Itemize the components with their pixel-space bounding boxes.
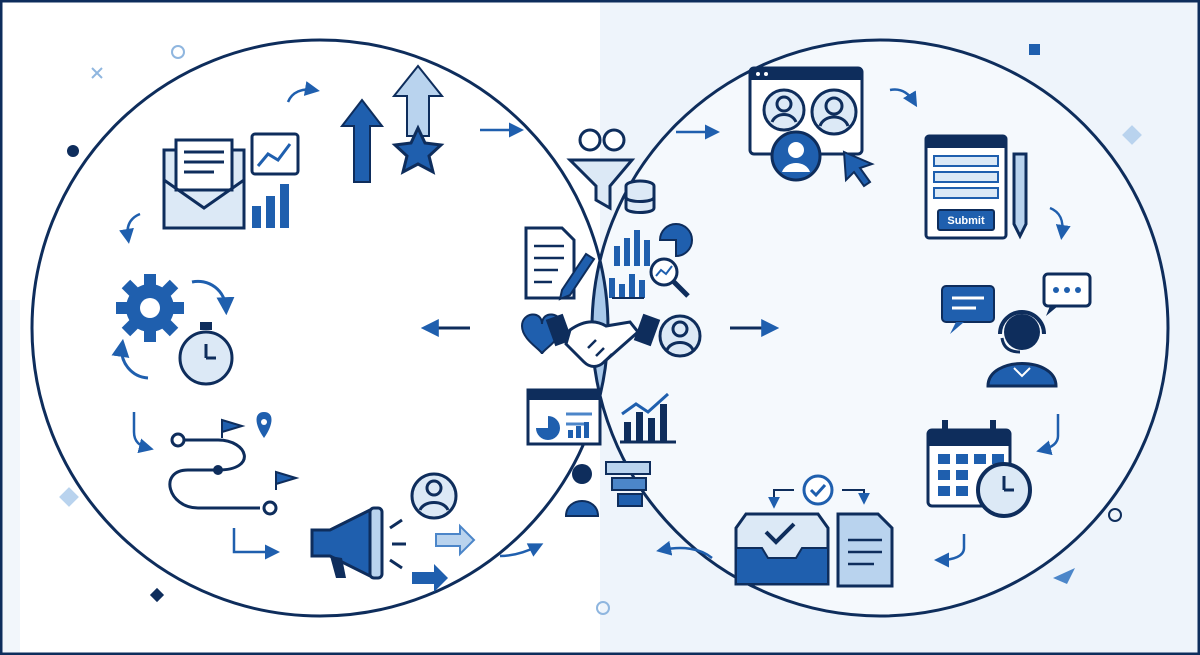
handshake-icon xyxy=(545,313,661,368)
sales-funnel-person-icon xyxy=(564,461,651,517)
dashboard-window-icon xyxy=(526,388,602,446)
email-report-icon xyxy=(162,132,300,230)
submit-button[interactable] xyxy=(937,209,995,231)
submit-button-label: Submit xyxy=(947,215,985,227)
line-bar-chart-icon xyxy=(620,392,676,444)
right-flow-arrows xyxy=(656,88,1071,568)
left-flow-arrows xyxy=(119,81,544,560)
profiles-browser-cursor-icon xyxy=(748,66,875,188)
support-agent-chat-icon xyxy=(941,272,1092,388)
megaphone-audience-icon xyxy=(310,472,476,592)
calendar-clock-icon xyxy=(926,420,1032,518)
gear-cycle-timer-icon xyxy=(111,274,235,386)
user-circle-icon xyxy=(658,314,702,358)
inbox-check-document-icon xyxy=(734,474,894,588)
roadmap-flags-icon xyxy=(168,412,300,516)
document-pencil-icon xyxy=(524,226,596,301)
analytics-magnifier-icon xyxy=(609,223,693,299)
decorative-shapes xyxy=(59,44,1142,615)
form-submit-pencil-icon: Submit xyxy=(924,134,1028,240)
user-funnel-database-icon xyxy=(566,128,656,214)
growth-arrows-star-icon xyxy=(339,64,445,183)
